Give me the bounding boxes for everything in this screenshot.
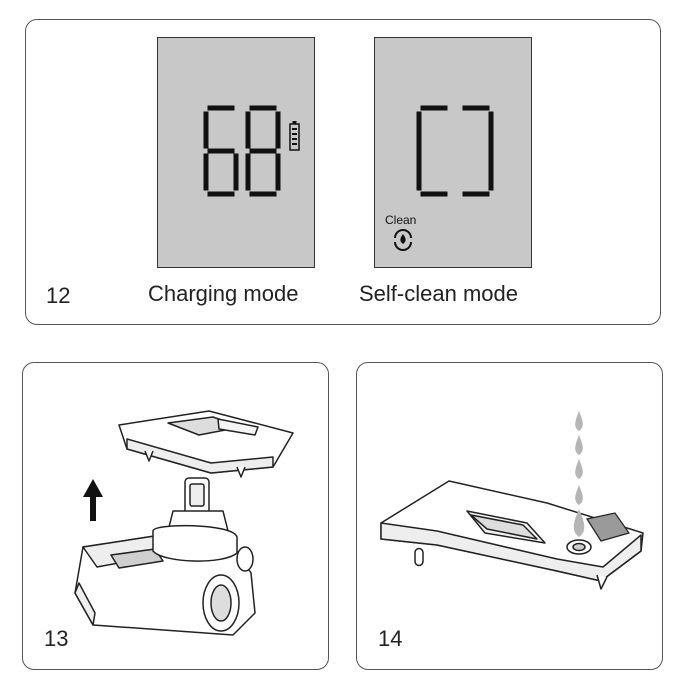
self-clean-mode-caption: Self-clean mode [359, 281, 518, 306]
self-clean-icon [394, 229, 412, 251]
clean-label: Clean [385, 213, 417, 227]
figure-number: 13 [44, 626, 69, 651]
arrow-up-icon [83, 479, 103, 521]
cover-water-drops-illustration [380, 411, 644, 590]
charging-mode-caption: Charging mode [148, 281, 299, 306]
battery-icon [289, 121, 300, 151]
brush-head-cover-illustration [74, 410, 294, 636]
self-clean-lcd-screen: Clean [374, 37, 532, 268]
charging-lcd-screen [157, 37, 315, 268]
figure-13-panel: 13 [22, 362, 329, 670]
figure-12-panel: 12 [25, 19, 661, 325]
figure-14-panel: 14 [356, 362, 663, 670]
figure-number: 12 [46, 283, 71, 308]
figure-number: 14 [378, 626, 403, 651]
segment-digits-c [416, 105, 494, 197]
water-drop-icon [573, 411, 585, 537]
segment-digits-68 [203, 105, 281, 197]
